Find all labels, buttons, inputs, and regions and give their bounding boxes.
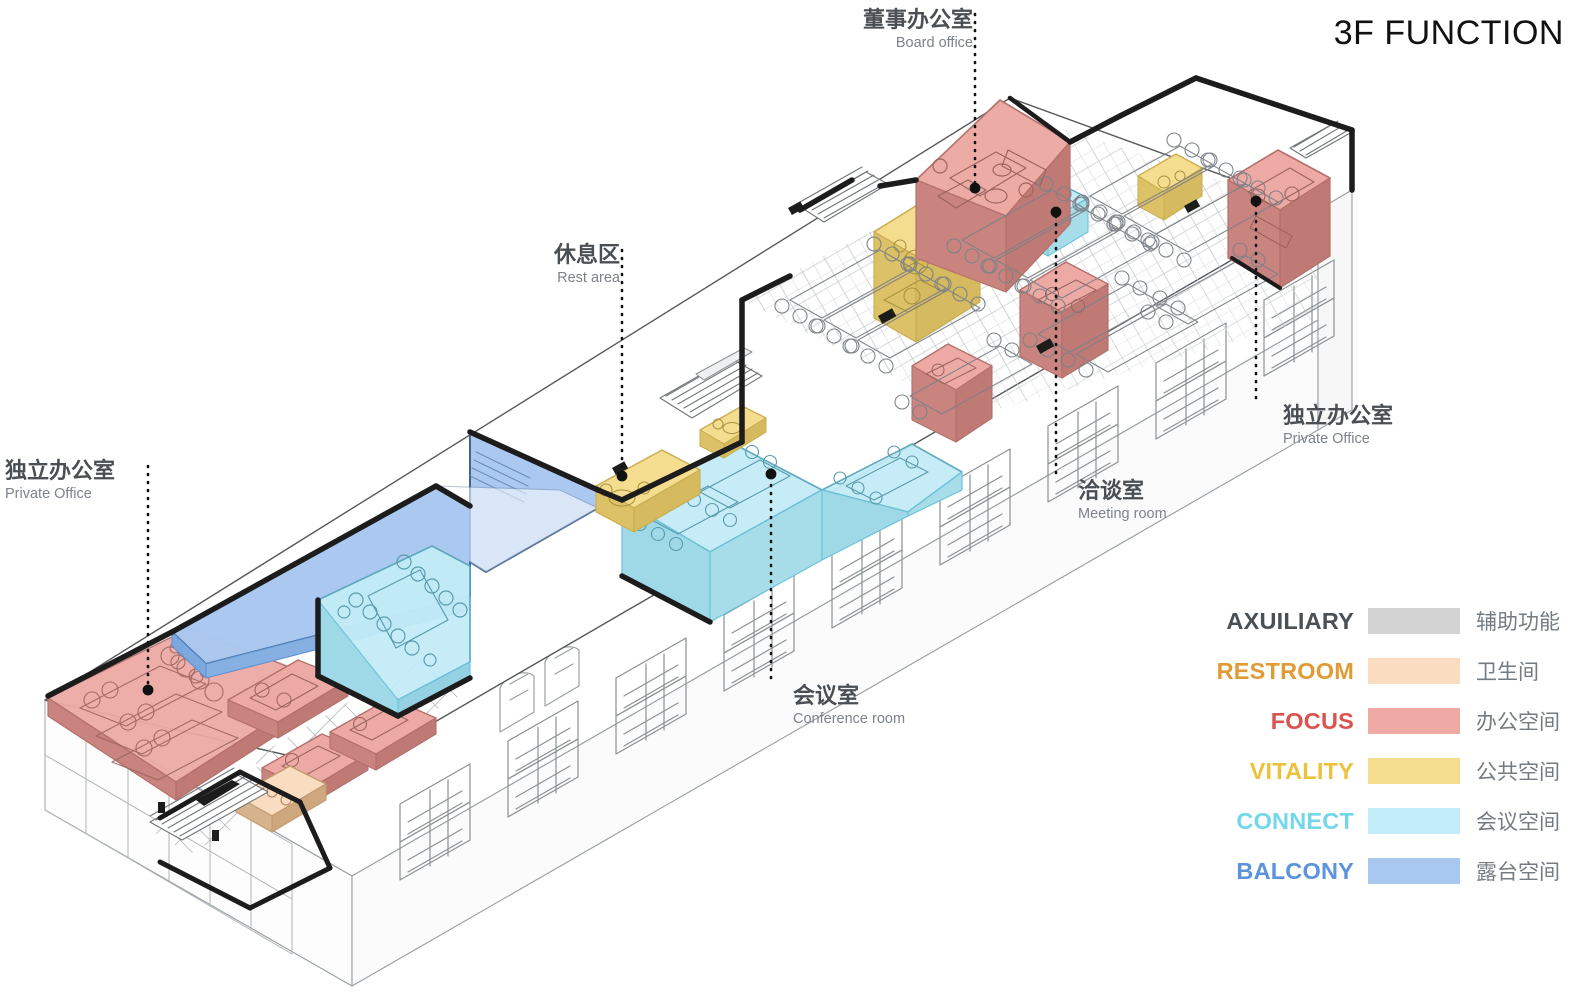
legend-color-swatch [1368, 658, 1460, 684]
legend-label-cn: 办公空间 [1476, 710, 1560, 734]
legend-key-label: RESTROOM [1216, 657, 1354, 684]
callout-title-en: Conference room [793, 710, 906, 727]
leader-dot-private-office-right [1250, 195, 1262, 207]
zone-focus-private-office-right[interactable] [1227, 149, 1331, 289]
legend-key-label: BALCONY [1236, 857, 1354, 884]
structural-walls [45, 75, 1355, 911]
leader-dot-conference-room [765, 468, 777, 480]
open-office-workstations [774, 132, 1284, 420]
callout-title-en: Board office [895, 34, 973, 51]
legend-label-cn: 卫生间 [1476, 660, 1539, 684]
zone-vitality-rest-area[interactable] [595, 449, 701, 533]
callout-title-cn: 独立办公室 [1283, 404, 1394, 429]
page-title: 3F FUNCTION [1333, 14, 1564, 52]
legend-label-cn: 公共空间 [1476, 760, 1560, 784]
leader-dot-rest-area [616, 470, 628, 482]
legend-key-label: VITALITY [1249, 757, 1354, 784]
legend: AXUILIARY 辅助功能 RESTROOM 卫生间 FOCUS 办公空间 VITALIT… [1196, 596, 1576, 896]
callout-title-cn: 洽谈室 [1078, 479, 1145, 504]
legend-label-cn: 辅助功能 [1476, 610, 1560, 634]
legend-row-vitality[interactable]: VITALITY 公共空间 [1196, 746, 1576, 796]
legend-color-swatch [1368, 858, 1460, 884]
legend-color-swatch [1368, 608, 1460, 634]
legend-color-swatch [1368, 808, 1460, 834]
callout-title-en: Rest area [557, 269, 620, 286]
legend-row-connect[interactable]: CONNECT 会议空间 [1196, 796, 1576, 846]
callout-title-en: Meeting room [1078, 505, 1167, 522]
legend-label-cn: 露台空间 [1476, 860, 1560, 884]
legend-key-label: CONNECT [1236, 807, 1354, 834]
stair-core-mid [659, 347, 763, 419]
callout-title-cn: 董事办公室 [862, 8, 973, 33]
legend-label-cn: 会议空间 [1476, 810, 1560, 834]
leader-dot-meeting-room [1050, 206, 1062, 218]
callout-title-cn: 独立办公室 [5, 459, 116, 484]
legend-row-axuiliary[interactable]: AXUILIARY 辅助功能 [1196, 596, 1576, 646]
callout-leaders [142, 12, 1262, 696]
legend-key-label: AXUILIARY [1226, 607, 1354, 634]
zone-connect-conference-mid-b[interactable] [821, 443, 963, 561]
legend-row-restroom[interactable]: RESTROOM 卫生间 [1196, 646, 1576, 696]
legend-color-swatch [1368, 708, 1460, 734]
callout-title-en: Private Office [5, 485, 92, 502]
wall-stubs [611, 199, 1201, 475]
legend-key-label: FOCUS [1270, 707, 1354, 734]
legend-row-balcony[interactable]: BALCONY 露台空间 [1196, 846, 1576, 896]
callout-title-en: Private Office [1283, 430, 1370, 447]
leader-dot-board-office [969, 182, 981, 194]
zone-focus-office-mid[interactable] [911, 343, 993, 443]
callout-title-cn: 休息区 [553, 243, 620, 268]
leader-dot-private-office-left [142, 684, 154, 696]
zone-focus-left-open-office[interactable] [47, 627, 323, 801]
legend-row-focus[interactable]: FOCUS 办公空间 [1196, 696, 1576, 746]
callout-title-cn: 会议室 [793, 684, 860, 709]
legend-color-swatch [1368, 758, 1460, 784]
stair-core-far-right [1289, 120, 1353, 159]
